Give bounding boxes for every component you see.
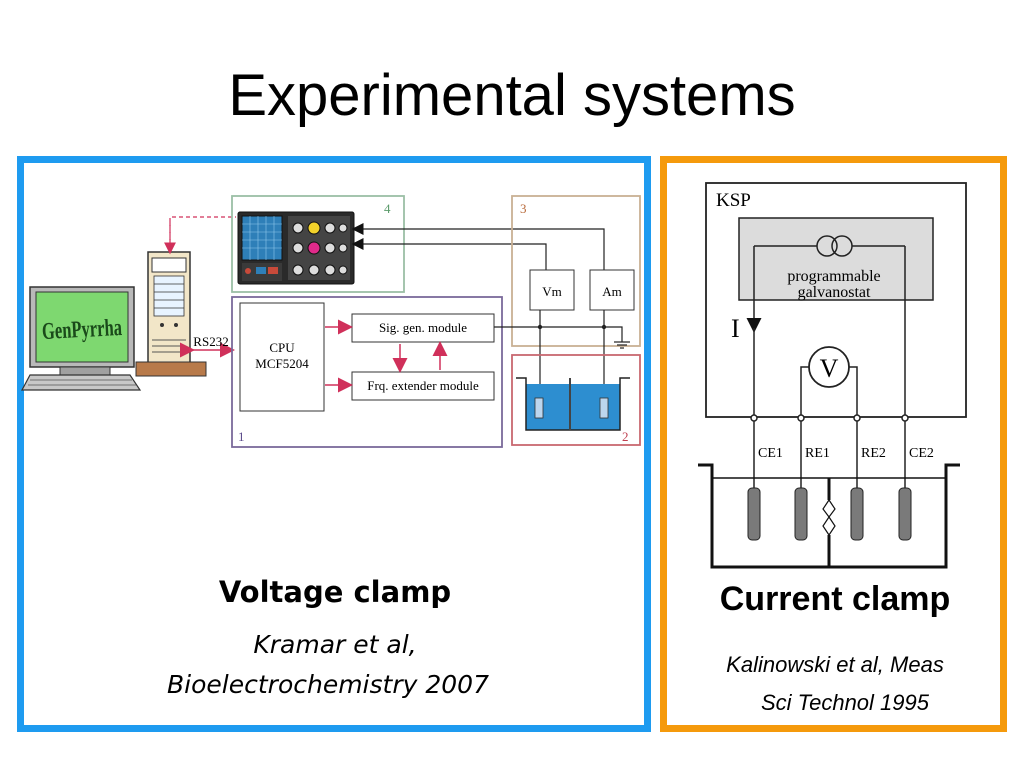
frq-ext-box	[351, 371, 495, 401]
electrochemical-cell	[516, 377, 630, 431]
voltage-clamp-citation-line1: Kramar et al,	[253, 630, 417, 659]
software-label: GenPyrrha	[41, 315, 122, 345]
voltage-clamp-citation-line2: Bioelectrochemistry 2007	[167, 670, 489, 699]
block-4-number: 4	[384, 201, 391, 216]
current-clamp-citation-line2: Sci Technol 1995	[761, 690, 929, 715]
computer-monitor	[21, 286, 142, 391]
block-3-number: 3	[520, 201, 527, 216]
am-box	[589, 269, 635, 311]
ksp-label: KSP	[716, 190, 751, 211]
block-3-frame	[511, 195, 641, 347]
current-clamp-cell	[698, 463, 960, 569]
voltage-clamp-caption: Voltage clamp	[218, 575, 452, 609]
voltmeter-label: V	[820, 354, 839, 383]
galvanostat-label-1: programmable	[787, 268, 880, 285]
vm-label: Vm	[542, 284, 562, 299]
cpu-label: CPU	[269, 340, 295, 355]
oscilloscope	[237, 211, 355, 285]
vm-box	[529, 269, 575, 311]
sig-gen-label: Sig. gen. module	[379, 320, 467, 335]
voltage-clamp-panel	[17, 156, 651, 732]
ce1-label: CE1	[758, 446, 783, 461]
current-clamp-caption: Current clamp	[719, 580, 951, 618]
galvanostat-label-2: galvanostat	[798, 284, 871, 301]
block-1-frame	[231, 296, 503, 448]
block-2-number: 2	[622, 429, 629, 444]
ce2-label: CE2	[909, 446, 934, 461]
cpu-model-label: MCF5204	[255, 356, 309, 371]
re1-label: RE1	[805, 446, 830, 461]
rs232-label: RS232	[193, 334, 228, 349]
current-clamp-panel	[660, 156, 1007, 732]
frq-ext-label: Frq. extender module	[367, 378, 479, 393]
current-label: I	[731, 314, 740, 343]
re2-label: RE2	[861, 446, 886, 461]
slide-title: Experimental systems	[228, 63, 796, 128]
cpu-box	[239, 302, 325, 412]
block-1-number: 1	[238, 429, 245, 444]
block-2-frame	[511, 354, 641, 446]
sig-gen-box	[351, 313, 495, 343]
current-clamp-citation-line1: Kalinowski et al, Meas	[726, 652, 944, 677]
am-label: Am	[602, 284, 622, 299]
galvanostat-box	[738, 217, 934, 301]
